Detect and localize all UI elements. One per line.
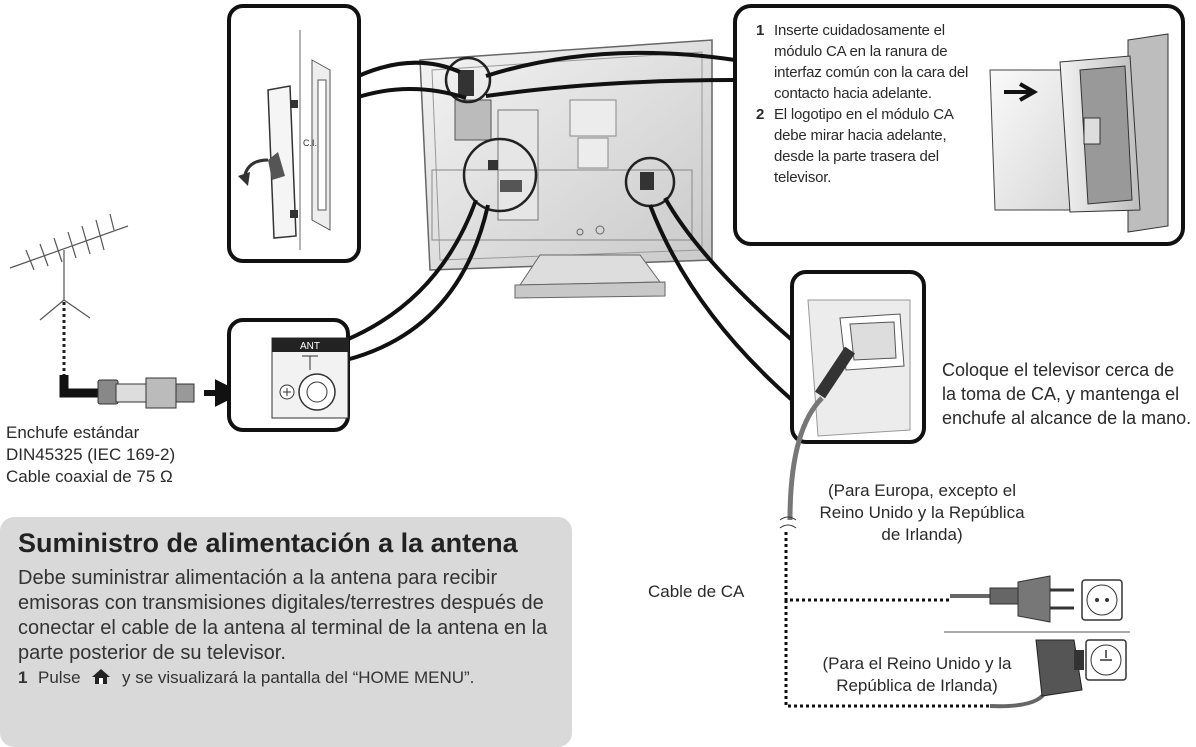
callout-lines	[345, 50, 794, 402]
antenna-illustration	[9, 213, 129, 321]
euro-plug	[950, 575, 1123, 623]
europe-plug-note: (Para Europa, excepto el Reino Unido y l…	[819, 481, 1025, 544]
ant-terminal-label: ANT	[300, 341, 320, 352]
ca-step-2: 2 El logotipo en el módulo CA debe mirar…	[756, 104, 988, 188]
tv-rear-view	[419, 39, 713, 299]
plug-caption-line-1: Enchufe estándar	[6, 423, 140, 442]
antenna-power-title: Suministro de alimentación a la antena	[18, 528, 518, 558]
step-text: Pulse y se visualizará la pantalla del “…	[38, 668, 474, 687]
coax-plug	[59, 375, 243, 409]
uk-plug-note: (Para el Reino Unido y la República de I…	[798, 653, 1036, 697]
step-text-before: Pulse	[38, 668, 81, 687]
ac-cable-label: Cable de CA	[648, 582, 745, 601]
ac-cable	[787, 396, 824, 521]
uk-plug	[989, 639, 1127, 709]
antenna-terminal-callout: ANT	[227, 318, 350, 432]
step-text-after: y se visualizará la pantalla del “HOME M…	[122, 668, 475, 687]
ci-slot-callout: C.I.	[227, 4, 361, 263]
ci-slot-label: C.I.	[303, 138, 317, 148]
ac-placement-note: Coloque el televisor cerca de la toma de…	[942, 360, 1192, 428]
step-number: 1	[18, 668, 28, 687]
ca-step-1: 1 Inserte cuidadosamente el módulo CA en…	[756, 20, 988, 104]
ac-outlet-callout	[790, 270, 926, 444]
step-number: 1	[756, 22, 765, 39]
ca-module-callout	[733, 4, 1185, 246]
plug-caption: Enchufe estándar DIN45325 (IEC 169-2) Ca…	[6, 422, 175, 488]
step-text: Inserte cuidadosamente el módulo CA en l…	[774, 22, 969, 102]
antenna-power-step-1: 1 Pulse y se visualizará la pantalla del…	[18, 668, 548, 687]
plug-caption-line-2: DIN45325 (IEC 169-2)	[6, 445, 176, 464]
antenna-power-body: Debe suministrar alimentación a la anten…	[18, 567, 548, 664]
step-text: El logotipo en el módulo CA debe mirar h…	[774, 106, 953, 186]
step-number: 2	[756, 106, 765, 123]
plug-caption-line-3: Cable coaxial de 75 Ω	[6, 467, 173, 486]
ca-module-steps: 1 Inserte cuidadosamente el módulo CA en…	[756, 20, 988, 188]
antenna-power-panel	[0, 517, 572, 747]
home-icon	[92, 669, 111, 684]
